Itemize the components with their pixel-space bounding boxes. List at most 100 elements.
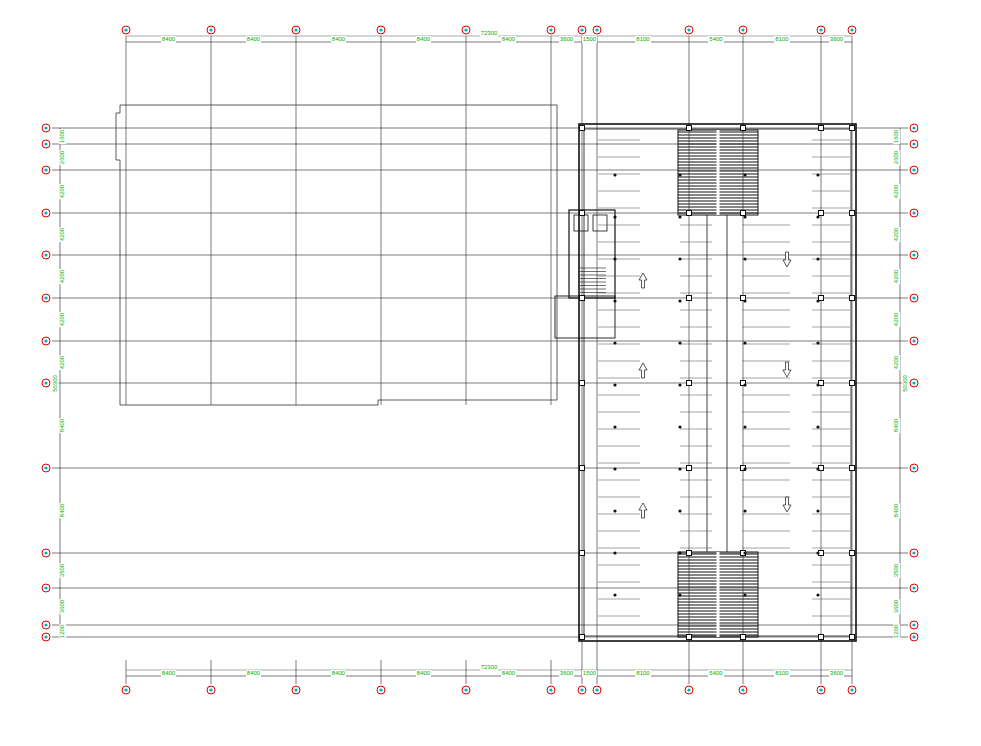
- grid-bubble-dot: [44, 253, 47, 256]
- stall-line: [742, 259, 790, 260]
- grid-bubble-dot: [294, 688, 297, 691]
- grid-bubble: [593, 686, 601, 694]
- grid-bubble: [685, 686, 693, 694]
- grid-bubble-dot: [912, 586, 915, 589]
- stall-line: [680, 344, 712, 345]
- stall-line: [598, 412, 640, 413]
- dimension-line: [900, 128, 901, 637]
- dimension-text: 8100: [774, 36, 789, 43]
- dimension-text: 3600: [893, 599, 900, 614]
- stall-line: [742, 497, 790, 498]
- stall-line: [680, 412, 712, 413]
- light-dot: [816, 425, 819, 428]
- stall-line: [598, 191, 640, 192]
- stall-line: [598, 208, 640, 209]
- light-dot: [678, 173, 681, 176]
- light-dot: [678, 551, 681, 554]
- dimension-text: 8100: [774, 670, 789, 677]
- stall-line: [680, 463, 712, 464]
- traffic-arrow: [639, 503, 647, 518]
- grid-bubble: [42, 379, 50, 387]
- stall-line: [812, 548, 850, 549]
- column: [850, 381, 855, 386]
- light-dot: [678, 215, 681, 218]
- stair-tread: [580, 275, 606, 276]
- stall-line: [598, 395, 640, 396]
- traffic-arrow: [783, 362, 791, 377]
- grid-bubble-dot: [741, 688, 744, 691]
- light-dot: [743, 299, 746, 302]
- grid-line: [52, 625, 908, 626]
- grid-bubble-dot: [44, 623, 47, 626]
- grid-bubble: [910, 294, 918, 302]
- grid-bubble: [42, 549, 50, 557]
- dimension-text: 5400: [708, 670, 723, 677]
- grid-bubble: [42, 337, 50, 345]
- stall-line: [598, 582, 640, 583]
- grid-bubble: [42, 166, 50, 174]
- stall-line: [598, 174, 640, 175]
- light-dot: [613, 509, 616, 512]
- column: [687, 381, 692, 386]
- column: [850, 126, 855, 131]
- stall-line: [812, 429, 850, 430]
- light-dot: [613, 467, 616, 470]
- grid-line: [52, 144, 908, 145]
- stair-tread: [580, 289, 606, 290]
- grid-bubble: [593, 26, 601, 34]
- grid-bubble-dot: [44, 635, 47, 638]
- stall-line: [680, 225, 712, 226]
- light-dot: [613, 593, 616, 596]
- grid-bubble-dot: [580, 28, 583, 31]
- stall-line: [598, 463, 640, 464]
- grid-line: [551, 36, 552, 405]
- stall-line: [812, 378, 850, 379]
- existing-building-outline: [116, 105, 557, 405]
- grid-line: [52, 213, 908, 214]
- stall-line: [742, 548, 790, 549]
- stall-line: [598, 480, 640, 481]
- column: [687, 635, 692, 640]
- grid-bubble: [42, 294, 50, 302]
- dimension-text: 2600: [893, 149, 900, 164]
- stall-line: [680, 514, 712, 515]
- grid-bubble-dot: [44, 586, 47, 589]
- grid-line: [126, 660, 127, 684]
- grid-bubble: [739, 26, 747, 34]
- grid-line: [296, 36, 297, 405]
- grid-line: [52, 128, 908, 129]
- column: [819, 296, 824, 301]
- column: [819, 126, 824, 131]
- stall-line: [812, 463, 850, 464]
- light-dot: [613, 341, 616, 344]
- stall-line: [812, 293, 850, 294]
- column: [687, 466, 692, 471]
- stall-line: [742, 480, 790, 481]
- dimension-text: 4200: [893, 312, 900, 327]
- grid-bubble-dot: [912, 551, 915, 554]
- dimension-text: 50300: [902, 374, 909, 393]
- column: [819, 211, 824, 216]
- stall-line: [812, 497, 850, 498]
- stall-line: [680, 259, 712, 260]
- stall-line: [742, 310, 790, 311]
- light-dot: [816, 299, 819, 302]
- dimension-text: 8400: [501, 670, 516, 677]
- stall-line: [812, 446, 850, 447]
- stall-line: [680, 276, 712, 277]
- grid-bubble: [910, 379, 918, 387]
- grid-bubble-dot: [595, 688, 598, 691]
- dimension-text: 8400: [59, 503, 66, 518]
- column: [580, 296, 585, 301]
- grid-bubble-dot: [912, 211, 915, 214]
- column: [850, 296, 855, 301]
- grid-bubble: [42, 621, 50, 629]
- dimension-line: [126, 676, 852, 677]
- column: [580, 126, 585, 131]
- light-dot: [743, 509, 746, 512]
- grid-bubble: [910, 140, 918, 148]
- grid-line: [52, 588, 908, 589]
- light-dot: [816, 341, 819, 344]
- stall-line: [742, 378, 790, 379]
